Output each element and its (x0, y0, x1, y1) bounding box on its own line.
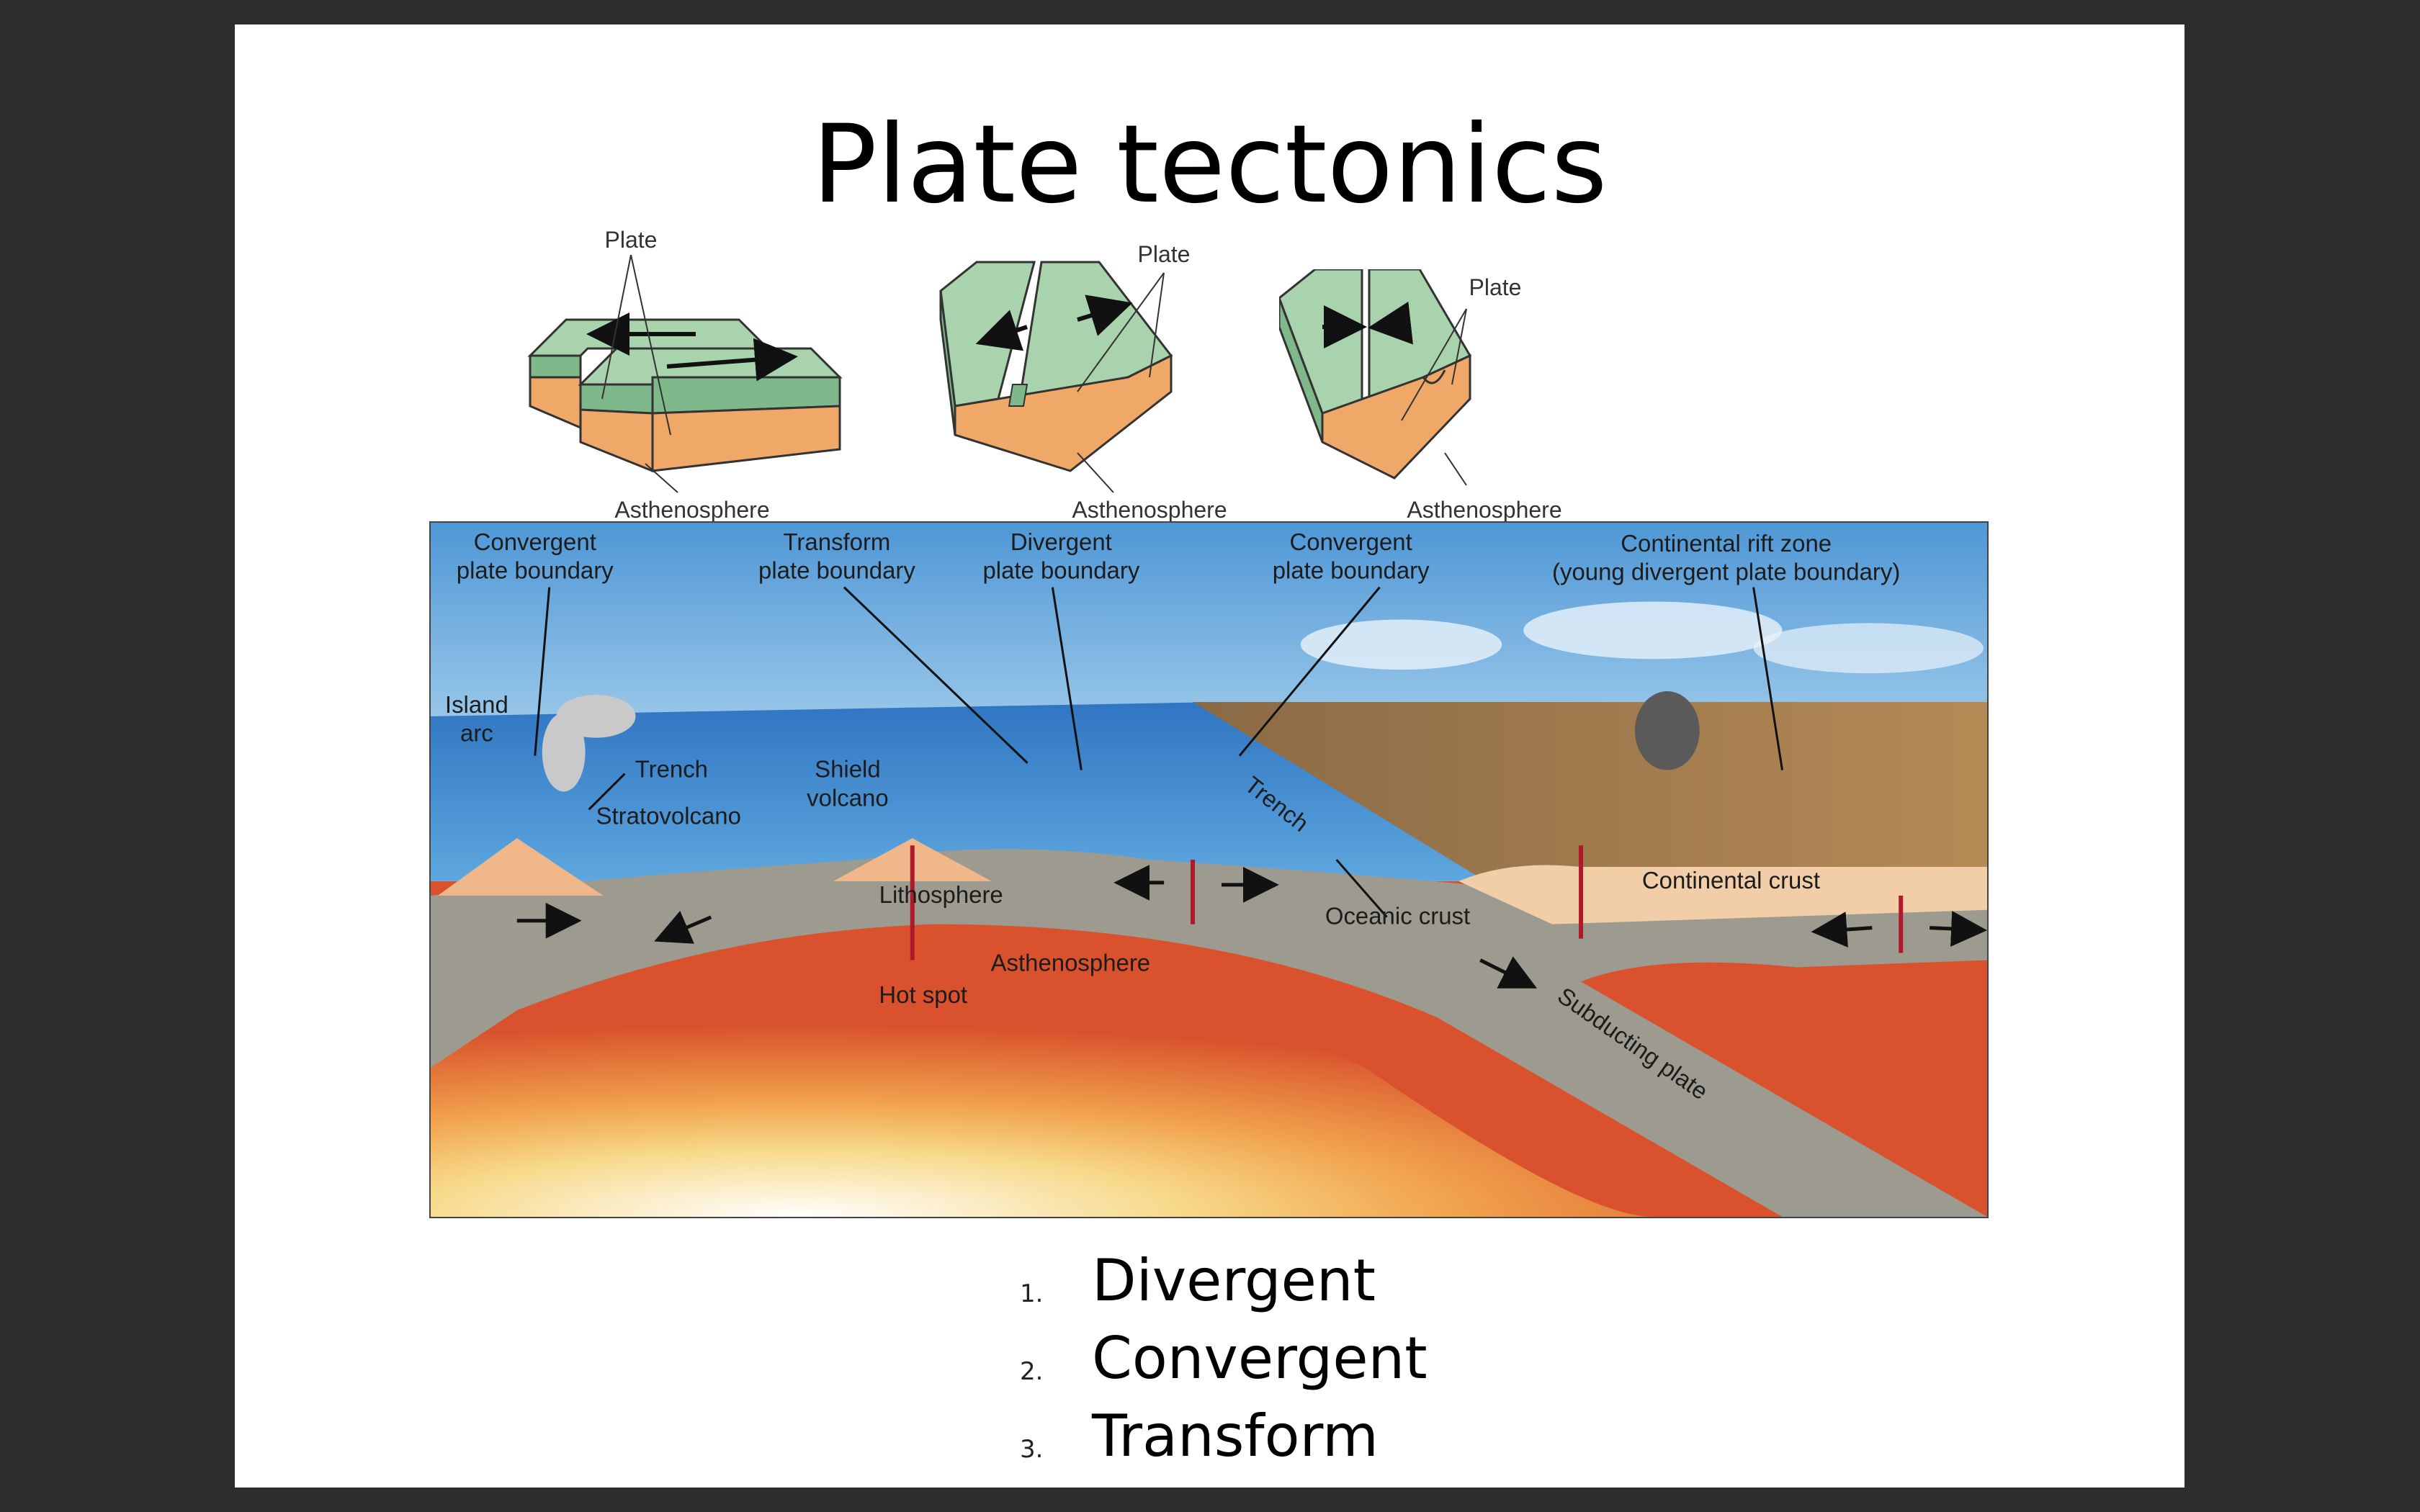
label-stratovolcano: Stratovolcano (596, 802, 741, 829)
label-continental-crust: Continental crust (1642, 867, 1820, 894)
slide-title: Plate tectonics (812, 102, 1608, 228)
label-rift-2: (young divergent plate boundary) (1552, 559, 1900, 585)
divergent-asthenosphere-label: Asthenosphere (1072, 497, 1227, 523)
label-rift-1: Continental rift zone (1621, 530, 1832, 557)
list-number: 1. (1020, 1279, 1044, 1308)
list-number: 3. (1020, 1435, 1044, 1464)
convergent-asthenosphere-label: Asthenosphere (1407, 497, 1561, 523)
label-convergent-right-2: plate boundary (1273, 557, 1430, 584)
label-oceanic-crust: Oceanic crust (1325, 903, 1470, 930)
label-divergent-2: plate boundary (982, 557, 1139, 584)
label-convergent-right-1: Convergent (1290, 528, 1412, 555)
divergent-plate-label: Plate (1138, 241, 1191, 267)
label-shield-1: Shield (815, 756, 881, 783)
convergent-plate-label: Plate (1469, 274, 1522, 300)
plate-boundaries-cross-section: Convergent plate boundary Transform plat… (429, 521, 1989, 1218)
label-lithosphere: Lithosphere (879, 881, 1003, 908)
label-asthenosphere: Asthenosphere (991, 949, 1151, 976)
convergent-boundary-diagram: Plate Asthenosphere (1279, 269, 1562, 523)
list-label: Divergent (1092, 1247, 1376, 1314)
label-transform-1: Transform (784, 528, 891, 555)
label-hot-spot: Hot spot (879, 981, 967, 1008)
label-trench-left: Trench (635, 756, 708, 783)
label-convergent-left-1: Convergent (474, 528, 596, 555)
transform-plate-label: Plate (605, 227, 658, 253)
label-shield-2: volcano (807, 784, 889, 811)
label-island-arc-2: arc (460, 720, 493, 747)
label-transform-2: plate boundary (758, 557, 915, 584)
list-label: Transform (1092, 1403, 1379, 1470)
divergent-boundary-diagram: Plate Asthenosphere (939, 241, 1227, 523)
list-label: Convergent (1092, 1325, 1428, 1392)
label-divergent-1: Divergent (1010, 528, 1112, 555)
list-number: 2. (1020, 1357, 1044, 1386)
slide: Plate tectonics Plate Asthenosphere (235, 24, 2184, 1488)
label-convergent-left-2: plate boundary (457, 557, 614, 584)
label-island-arc-1: Island (445, 691, 508, 718)
transform-asthenosphere-label: Asthenosphere (614, 497, 769, 523)
transform-boundary-diagram: Plate Asthenosphere (527, 227, 843, 523)
